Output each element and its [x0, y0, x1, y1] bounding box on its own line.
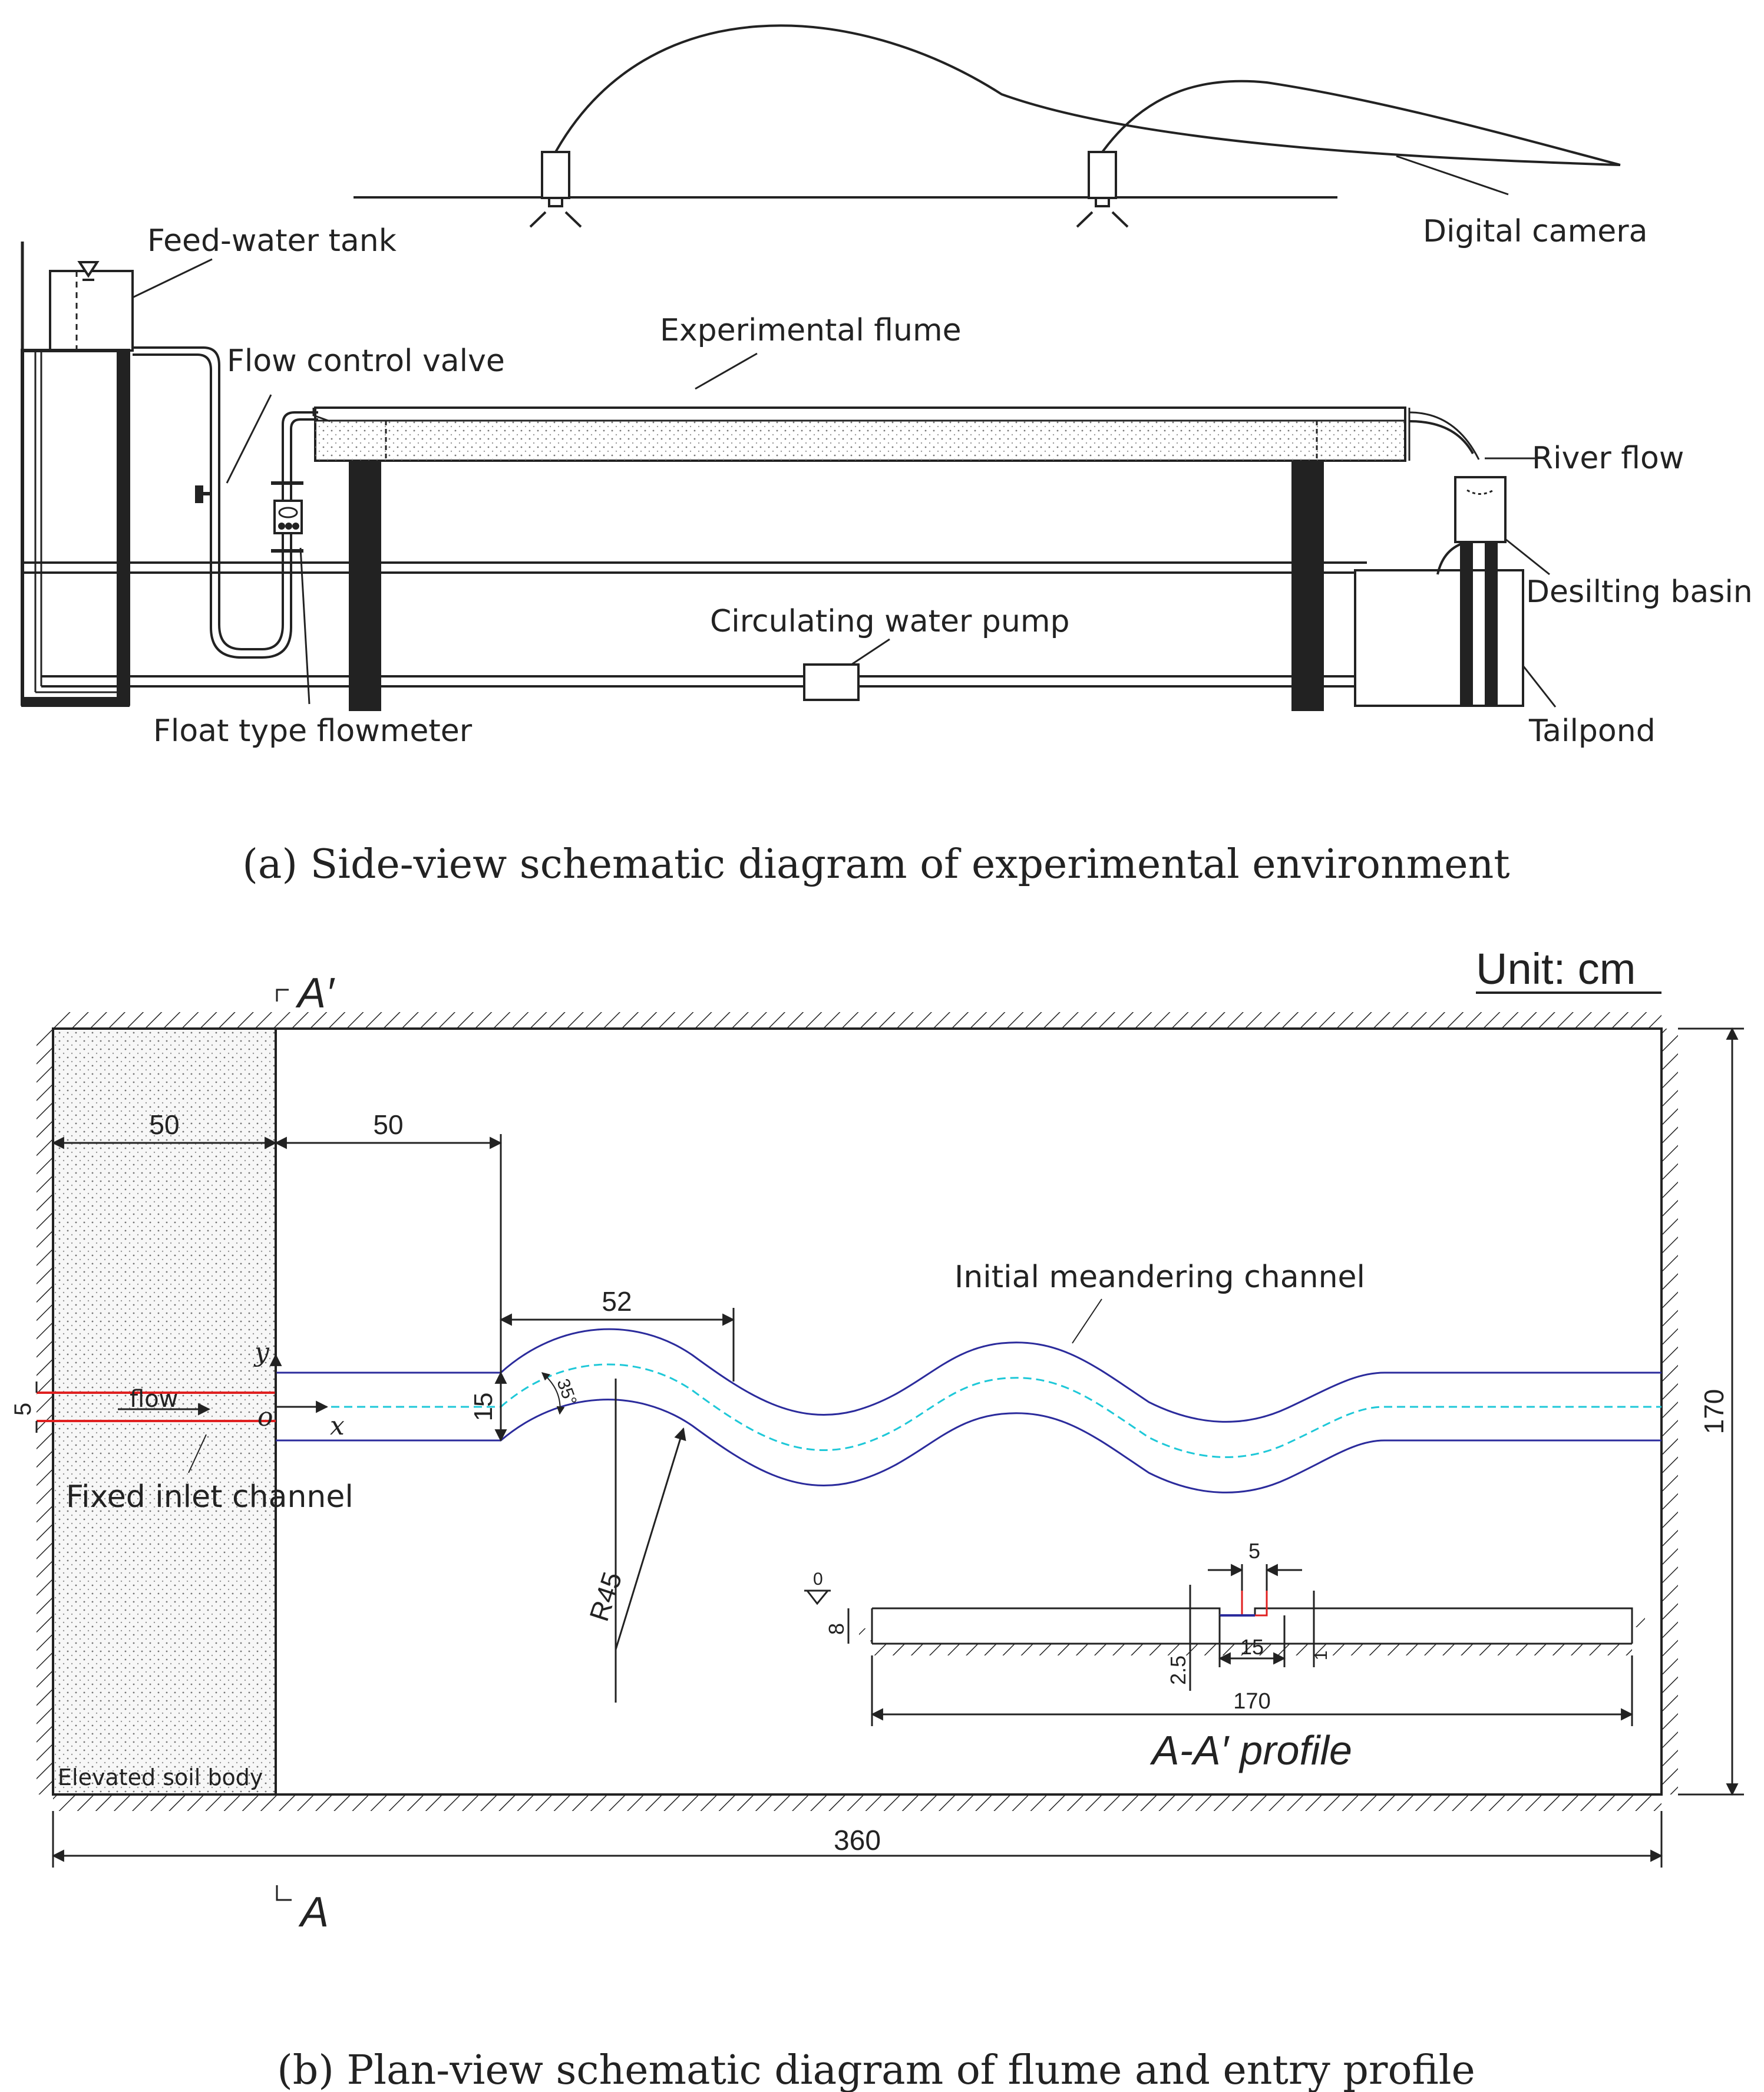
- elevated-soil-body: [52, 1027, 277, 1796]
- desilting-basin: [1436, 476, 1507, 705]
- label-tailpond: Tailpond: [1528, 713, 1656, 749]
- dim-soil-width-label: 50: [149, 1109, 179, 1140]
- label-experimental-flume: Experimental flume: [660, 313, 962, 348]
- label-initial-meandering-channel: Initial meandering channel: [954, 1260, 1365, 1295]
- dim-flume-width-label: 170: [1699, 1389, 1729, 1435]
- label-elevated-soil-body: Elevated soil body: [58, 1764, 263, 1790]
- caption-b: (b) Plan-view schematic diagram of flume…: [277, 2047, 1475, 2092]
- section-label-bottom: A: [298, 1889, 329, 1936]
- section-mark-bottom: [276, 1885, 292, 1901]
- side-view: [21, 24, 1621, 711]
- origin-label: o: [257, 1402, 273, 1432]
- label-float-type-flowmeter: Float type flowmeter: [153, 713, 473, 749]
- label-digital-camera: Digital camera: [1423, 214, 1648, 249]
- section-mark-top: [276, 989, 289, 1002]
- profile-small: 1: [1312, 1651, 1331, 1661]
- fixed-inlet-channel: [37, 1392, 276, 1422]
- label-feed-water-tank: Feed-water tank: [147, 223, 397, 259]
- flow-label: flow: [130, 1386, 178, 1413]
- unit-label: Unit: cm: [1476, 944, 1636, 993]
- profile-title: A-A′ profile: [1149, 1727, 1352, 1773]
- label-river-flow: River flow: [1532, 441, 1684, 476]
- caption-a: (a) Side-view schematic diagram of exper…: [242, 841, 1509, 888]
- tailpond: [1354, 569, 1524, 707]
- circulating-water-pump: [803, 663, 860, 701]
- water-tower: [21, 242, 130, 707]
- plan-view: x y o flow Fixed inlet channel Elevated …: [10, 944, 1744, 1936]
- axis-y-label: y: [253, 1337, 270, 1367]
- dim-inlet-width-label: 5: [10, 1403, 36, 1416]
- dim-flume-width: [1678, 1027, 1744, 1796]
- profile-bottom-width: 15: [1240, 1635, 1264, 1659]
- label-fixed-inlet-channel: Fixed inlet channel: [66, 1479, 354, 1515]
- section-label-top: A′: [295, 970, 335, 1017]
- dim-wavelength-label: 52: [602, 1286, 632, 1317]
- dim-straight-length-label: 50: [373, 1109, 403, 1140]
- flow-control-valve: [195, 485, 212, 503]
- profile-total: 170: [1233, 1689, 1270, 1714]
- right-wall-hatch: [1661, 1029, 1678, 1794]
- camera-1: [529, 24, 1621, 228]
- profile-section: [804, 1564, 1645, 1726]
- profile-top-width: 5: [1248, 1539, 1260, 1563]
- dim-channel-width-label: 15: [469, 1393, 498, 1422]
- feed-pipe: [133, 346, 318, 650]
- radius-arrow: [615, 1427, 686, 1650]
- left-wall-hatch: [37, 1029, 53, 1794]
- axis-x-label: x: [330, 1411, 345, 1441]
- feed-water-tank: [49, 261, 134, 352]
- profile-water-level: 0: [813, 1569, 823, 1589]
- dim-flume-length: [51, 1811, 1663, 1868]
- label-flow-control-valve: Flow control valve: [227, 343, 505, 379]
- dim-wavelength: [499, 1308, 735, 1382]
- label-desilting-basin: Desilting basin: [1526, 574, 1753, 610]
- meandering-channel: [276, 1328, 1661, 1493]
- camera-2: [1076, 80, 1621, 228]
- profile-step: 2.5: [1166, 1655, 1190, 1685]
- dim-straight-length: [274, 1134, 503, 1373]
- dim-flume-length-label: 360: [834, 1825, 881, 1856]
- experimental-flume: [312, 406, 1480, 462]
- angle-arc: [541, 1372, 565, 1415]
- top-wall-hatch: [53, 1012, 1661, 1029]
- bottom-wall-hatch: [53, 1794, 1661, 1811]
- profile-depth: 8: [824, 1623, 848, 1635]
- label-circulating-water-pump: Circulating water pump: [710, 604, 1070, 639]
- radius-label: R45: [583, 1568, 628, 1625]
- camera-leader: [1396, 155, 1509, 196]
- float-type-flowmeter: [271, 481, 303, 553]
